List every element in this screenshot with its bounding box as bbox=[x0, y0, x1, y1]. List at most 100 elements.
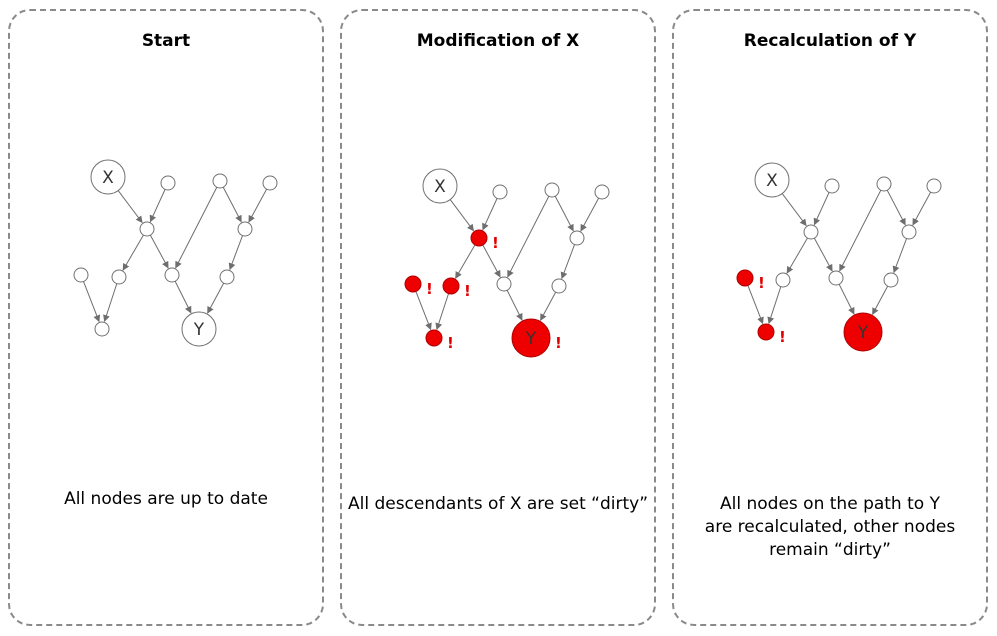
panel-caption: All descendants of X are set “dirty” bbox=[342, 493, 654, 516]
graph-node bbox=[73, 267, 89, 283]
dirty-marker: ! bbox=[779, 328, 786, 346]
graph-edge bbox=[912, 191, 932, 226]
dependency-graph: XY bbox=[73, 159, 278, 347]
graph-node bbox=[736, 269, 754, 287]
panel-recalculation: Recalculation of Y X!! Y All nodes on the… bbox=[672, 9, 988, 626]
graph-edge bbox=[455, 244, 476, 279]
node-y bbox=[843, 312, 883, 352]
graph-edge bbox=[886, 189, 906, 226]
graph-edge bbox=[482, 198, 498, 231]
caption-line: All nodes are up to date bbox=[64, 489, 268, 509]
graph-node bbox=[496, 276, 512, 292]
graph-edge bbox=[117, 190, 143, 224]
graph-node bbox=[876, 176, 892, 192]
graph-edge bbox=[174, 281, 192, 314]
graph-node bbox=[828, 270, 844, 286]
graph-node bbox=[94, 321, 110, 337]
graph-node bbox=[883, 272, 899, 288]
graph-node bbox=[569, 230, 585, 246]
graph-node bbox=[926, 178, 942, 194]
panel-caption: All nodes are up to date bbox=[10, 488, 322, 511]
caption-line: remain “dirty” bbox=[769, 540, 891, 560]
graph-edge bbox=[228, 235, 244, 271]
caption-line: All descendants of X are set “dirty” bbox=[347, 494, 649, 514]
node-y bbox=[181, 311, 217, 347]
graph-node bbox=[139, 221, 155, 237]
dependency-graph: X!!!!Y! bbox=[404, 168, 610, 358]
graph-edge bbox=[103, 283, 118, 323]
graph-node bbox=[160, 175, 176, 191]
graph-node bbox=[404, 275, 422, 293]
graph-node bbox=[212, 173, 228, 189]
node-label: Y bbox=[193, 320, 205, 340]
graph-edge bbox=[506, 290, 523, 321]
graph-edge bbox=[222, 186, 242, 223]
graph-edge bbox=[838, 284, 855, 315]
dependency-graph: X!! Y bbox=[736, 162, 942, 352]
node-label: Y bbox=[525, 329, 537, 349]
graph-edge bbox=[149, 189, 166, 223]
graph-node bbox=[551, 278, 567, 294]
graph-edge bbox=[781, 193, 807, 227]
graph-edge bbox=[83, 281, 101, 323]
dirty-marker: ! bbox=[426, 280, 433, 298]
graph-node bbox=[164, 267, 180, 283]
graph-edge bbox=[507, 196, 550, 278]
graph-edge bbox=[813, 237, 833, 272]
graph-node bbox=[803, 224, 819, 240]
graph-node bbox=[824, 178, 840, 194]
node-y bbox=[511, 318, 551, 358]
graph-edge bbox=[415, 291, 432, 331]
panel-title: Recalculation of Y bbox=[743, 31, 917, 51]
panel-title: Modification of X bbox=[416, 31, 580, 51]
node-label: Y bbox=[857, 323, 869, 343]
panel-modification: Modification of X X!!!!Y! All descendant… bbox=[340, 9, 656, 626]
graph-node bbox=[442, 277, 460, 295]
graph-node bbox=[470, 229, 488, 247]
graph-edge bbox=[207, 282, 225, 314]
graph-node bbox=[262, 175, 278, 191]
dirty-marker: ! bbox=[464, 282, 471, 300]
node-label: X bbox=[102, 168, 114, 188]
graph-edge bbox=[786, 237, 808, 274]
graph-node bbox=[219, 269, 235, 285]
dirty-marker: ! bbox=[492, 234, 499, 252]
graph-edge bbox=[122, 234, 144, 271]
graph-node bbox=[901, 224, 917, 240]
node-label: X bbox=[766, 171, 778, 191]
graph-node bbox=[775, 272, 791, 288]
caption-line: are recalculated, other nodes bbox=[704, 517, 956, 537]
graph-edge bbox=[149, 234, 169, 269]
caption-line: All nodes on the path to Y bbox=[720, 494, 940, 514]
dirty-marker: ! bbox=[555, 334, 562, 352]
node-x bbox=[754, 162, 790, 198]
graph-edge bbox=[540, 291, 557, 322]
graph-edge bbox=[449, 199, 475, 232]
graph-node bbox=[111, 269, 127, 285]
graph-node bbox=[594, 184, 610, 200]
node-x bbox=[422, 168, 458, 204]
graph-edge bbox=[747, 285, 764, 325]
graph-edge bbox=[580, 197, 600, 232]
graph-edge bbox=[435, 293, 449, 331]
dirty-marker: ! bbox=[758, 274, 765, 292]
graph-edge bbox=[813, 192, 830, 226]
graph-node bbox=[544, 182, 560, 198]
graph-edge bbox=[248, 188, 268, 223]
graph-edge bbox=[839, 190, 882, 272]
graph-node bbox=[492, 184, 508, 200]
graph-edge bbox=[560, 244, 576, 280]
graph-node bbox=[425, 329, 443, 347]
graph-node bbox=[237, 221, 253, 237]
graph-edge bbox=[175, 187, 218, 269]
graph-edge bbox=[554, 195, 574, 232]
graph-node bbox=[757, 323, 775, 341]
node-x bbox=[90, 159, 126, 195]
dirty-marker: ! bbox=[447, 334, 454, 352]
graph-edge bbox=[892, 238, 908, 274]
panel-caption: All nodes on the path to Y are recalcula… bbox=[674, 493, 986, 562]
graph-edge bbox=[872, 285, 889, 316]
graph-edge bbox=[767, 286, 782, 325]
graph-edge bbox=[482, 244, 501, 278]
